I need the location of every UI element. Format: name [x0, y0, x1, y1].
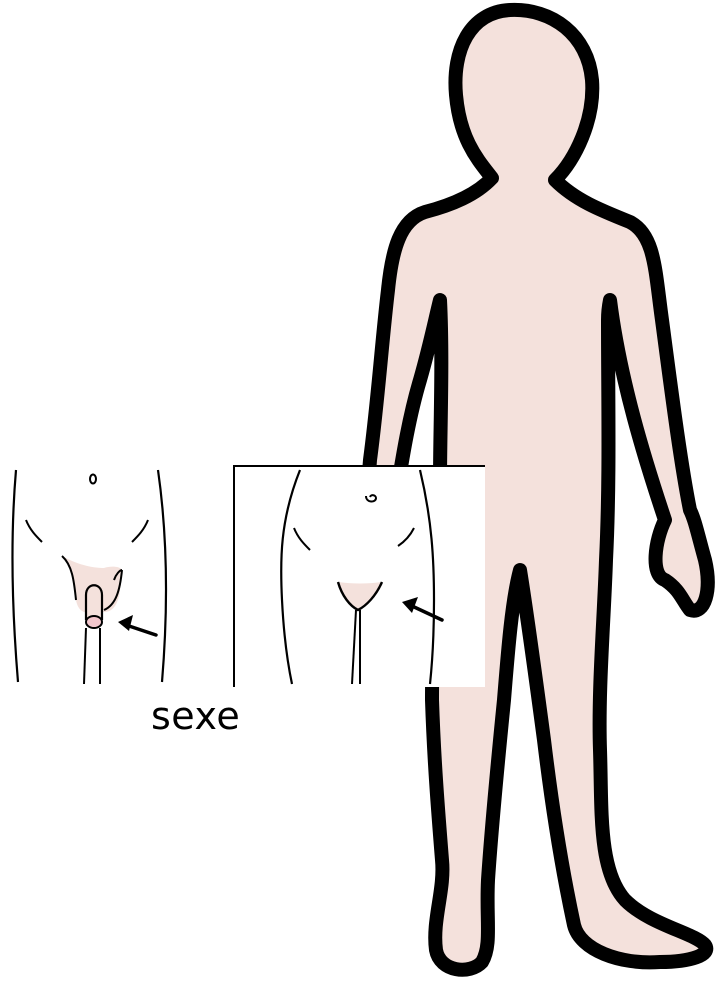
female-genitals-icon	[234, 466, 485, 687]
caption-label: sexe	[151, 697, 240, 735]
male-genitals-icon	[0, 465, 232, 687]
male-penis-shaft	[86, 585, 102, 620]
male-penis-tip	[86, 616, 102, 628]
